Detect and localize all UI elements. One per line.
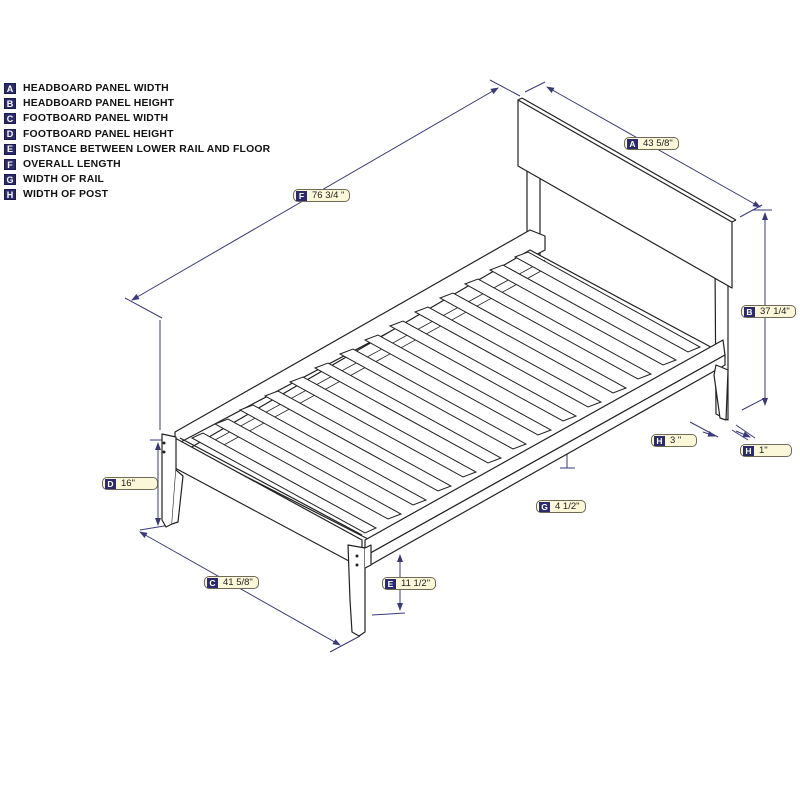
dimension-label-h-post-depth: H 1" [740,444,792,457]
legend-label: WIDTH OF POST [23,189,109,201]
dimension-badge: H [743,445,754,456]
legend-label: HEADBOARD PANEL HEIGHT [23,98,175,110]
legend-item-d: D FOOTBOARD PANEL HEIGHT [4,127,270,142]
bed-slats [190,251,702,534]
dimension-badge: H [654,435,665,446]
legend-badge: B [4,98,16,110]
dimension-badge: F [296,190,307,201]
legend-badge: F [4,159,16,171]
dimension-value: 76 3/4 " [312,190,345,201]
legend-item-b: B HEADBOARD PANEL HEIGHT [4,96,270,111]
dimension-label-d: D 16" [102,477,158,490]
legend-label: FOOTBOARD PANEL WIDTH [23,113,169,125]
dimension-label-f: F 76 3/4 " [293,189,351,202]
dimension-label-a: A 43 5/8" [624,137,679,150]
legend-item-f: F OVERALL LENGTH [4,157,270,172]
bed-frame-front [161,339,729,637]
legend-label: FOOTBOARD PANEL HEIGHT [23,128,174,140]
legend-item-c: C FOOTBOARD PANEL WIDTH [4,111,270,126]
dimension-value: 4 1/2" [555,501,580,512]
legend-item-a: A HEADBOARD PANEL WIDTH [4,81,270,96]
dimension-badge: A [627,138,638,149]
legend-badge: G [4,174,16,186]
dimension-value: 43 5/8" [643,138,673,149]
dimension-label-h-post: H 3 " [651,434,697,447]
dimension-label-c: C 41 5/8" [204,576,259,589]
legend-label: WIDTH OF RAIL [23,174,105,186]
dimension-value: 41 5/8" [223,577,253,588]
legend-badge: H [4,189,16,201]
legend-badge: E [4,143,16,155]
dimension-badge: E [385,578,396,589]
dimension-badge: C [207,577,218,588]
dimension-badge: B [744,306,755,317]
legend-item-g: G WIDTH OF RAIL [4,172,270,187]
legend-label: OVERALL LENGTH [23,159,121,171]
legend-badge: C [4,113,16,125]
dimension-value: 11 1/2" [401,578,431,589]
legend-item-h: H WIDTH OF POST [4,187,270,202]
dimension-value: 3 " [670,435,682,446]
legend-badge: A [4,83,16,95]
dimension-value: 1" [759,445,768,456]
legend-badge: D [4,128,16,140]
legend-label: HEADBOARD PANEL WIDTH [23,83,169,95]
dimension-label-e: E 11 1/2" [382,577,437,590]
dimension-badge: D [105,478,116,489]
dimension-value: 16" [121,478,135,489]
dimension-badge: G [539,501,550,512]
dimension-label-g: G 4 1/2" [536,500,586,513]
dimension-label-b: B 37 1/4" [741,305,796,318]
dimension-value: 37 1/4" [760,306,790,317]
